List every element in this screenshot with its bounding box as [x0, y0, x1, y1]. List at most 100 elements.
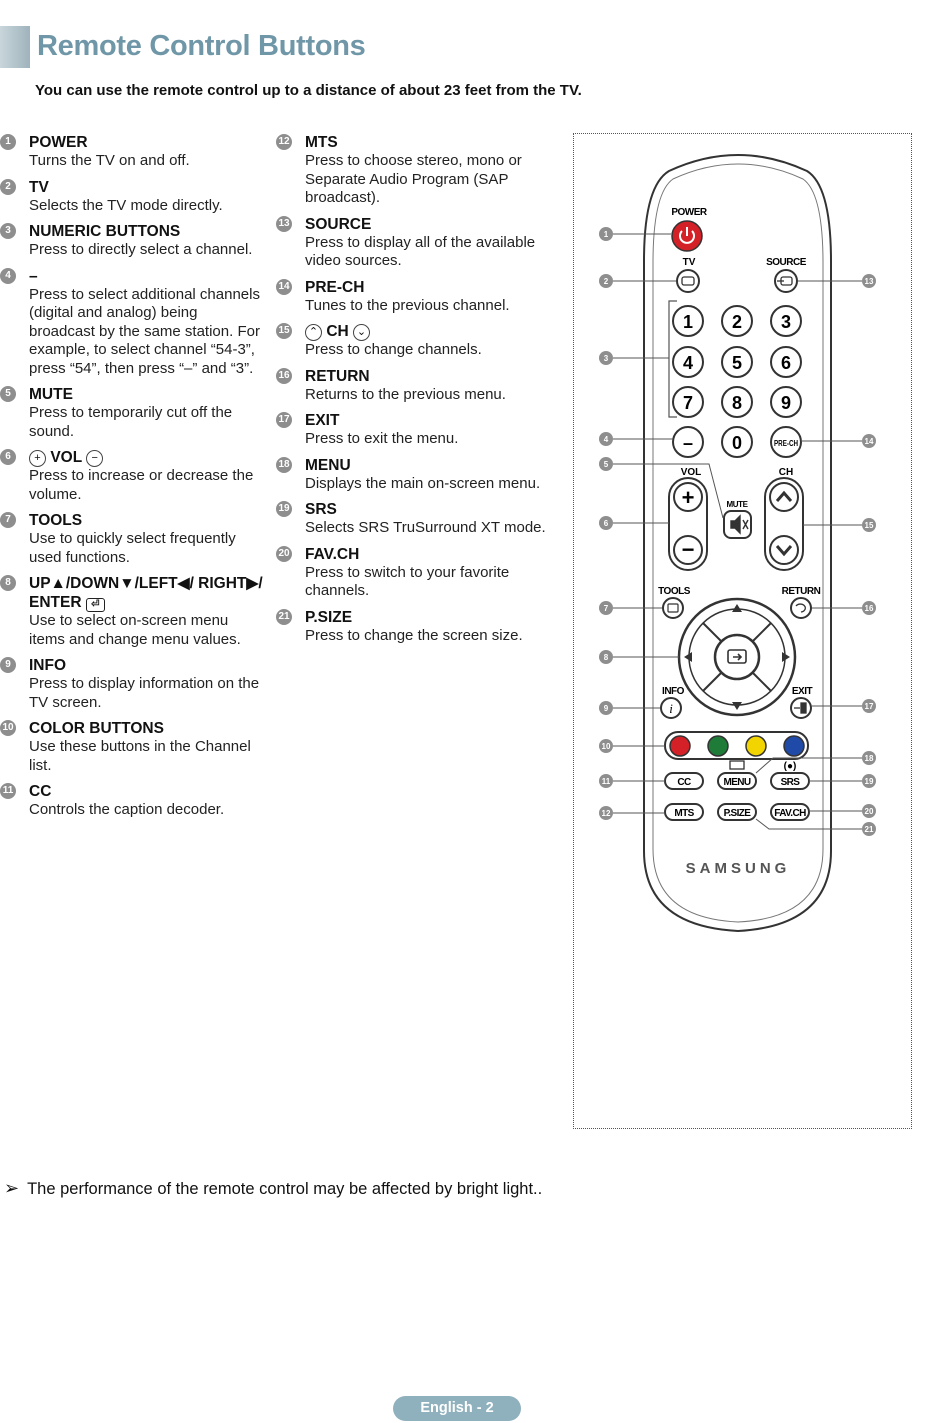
- list-item: 15 ⌃ CH ⌄ Press to change channels.: [276, 322, 566, 360]
- power-icon: [679, 227, 695, 244]
- source-button[interactable]: [774, 269, 798, 293]
- item-title: SOURCE: [305, 215, 372, 233]
- digit-button[interactable]: [721, 305, 753, 337]
- chevron-up-icon: [775, 490, 793, 502]
- callout-number: 6: [604, 519, 609, 528]
- digit-label: 7: [683, 393, 693, 413]
- down-arrow-button[interactable]: [732, 702, 742, 710]
- item-number: 13: [276, 215, 292, 232]
- item-description: Press to switch to your favorite channel…: [305, 563, 510, 600]
- blue-button[interactable]: [783, 735, 805, 757]
- item-description: Press to exit the menu.: [305, 430, 459, 447]
- digit-label: 8: [732, 393, 742, 413]
- pre-ch-button[interactable]: [770, 426, 802, 458]
- digit-label: 5: [732, 353, 742, 373]
- right-arrow-button[interactable]: [782, 652, 790, 662]
- list-item: 21 P.SIZE Press to change the screen siz…: [276, 608, 566, 646]
- item-title: MUTE: [29, 386, 73, 403]
- callout-number: 13: [865, 277, 874, 286]
- return-button[interactable]: [790, 597, 812, 619]
- page-title: Remote Control Buttons: [37, 30, 366, 62]
- item-title: MTS: [305, 134, 338, 151]
- digit-button[interactable]: [770, 305, 802, 337]
- list-item: 5 MUTE Press to temporarily cut off the …: [0, 385, 265, 441]
- vol-down-button[interactable]: [673, 535, 703, 565]
- ch-up-button[interactable]: [769, 482, 799, 512]
- callout-marker: [862, 601, 876, 615]
- item-number: 11: [0, 783, 16, 799]
- callout-marker: [599, 774, 613, 788]
- callout-marker: [599, 650, 613, 664]
- up-arrow-button[interactable]: [732, 604, 742, 612]
- callout-marker: [599, 432, 613, 446]
- enter-icon: [727, 649, 747, 664]
- digit-button[interactable]: [721, 346, 753, 378]
- brand-logo: SAMSUNG: [686, 860, 791, 877]
- callout-number: 19: [865, 777, 874, 786]
- p-size-button[interactable]: [717, 803, 757, 821]
- digit-button[interactable]: [672, 386, 704, 418]
- digit-button[interactable]: [672, 305, 704, 337]
- pre-ch-label: PRE-CH: [774, 439, 798, 448]
- left-arrow-button[interactable]: [684, 652, 692, 662]
- callout-marker: [862, 751, 876, 765]
- tv-button[interactable]: [676, 269, 700, 293]
- list-item: 3 NUMERIC BUTTONS Press to directly sele…: [0, 222, 265, 260]
- item-title: –: [29, 267, 38, 285]
- enter-icon: ⏎: [85, 598, 105, 612]
- callout-marker: [599, 274, 613, 288]
- digit-label: 0: [732, 433, 742, 453]
- dash-button[interactable]: [672, 426, 704, 458]
- info-button[interactable]: [660, 697, 682, 719]
- digit-button[interactable]: [721, 426, 753, 458]
- info-icon: i: [669, 701, 673, 716]
- ch-down-button[interactable]: [769, 535, 799, 565]
- green-button[interactable]: [707, 735, 729, 757]
- item-title: PRE-CH: [305, 278, 365, 296]
- yellow-button[interactable]: [745, 735, 767, 757]
- fav-ch-button[interactable]: [770, 803, 810, 821]
- item-number: 18: [276, 456, 292, 473]
- mts-button[interactable]: [664, 803, 704, 821]
- digit-button[interactable]: [721, 386, 753, 418]
- minus-circle-icon: −: [86, 450, 104, 467]
- srs-label: SRS: [781, 777, 801, 788]
- item-title: POWER: [29, 134, 88, 151]
- remote-illustration-frame: POWER TV SOURCE 1 2 3 4 5 6: [573, 133, 912, 1129]
- item-title: TV: [29, 178, 49, 196]
- item-number: 10: [0, 720, 16, 736]
- item-title: P.SIZE: [305, 608, 353, 626]
- item-title: RETURN: [305, 367, 370, 385]
- button-list-right: 12 MTS Press to choose stereo, mono or S…: [276, 133, 566, 652]
- item-description: Press to display all of the available vi…: [305, 233, 536, 270]
- tools-button[interactable]: [662, 597, 684, 619]
- digit-label: 2: [732, 312, 742, 332]
- item-number: 4: [0, 267, 16, 284]
- callout-number: 14: [865, 437, 874, 446]
- list-item: 18 MENU Displays the main on-screen menu…: [276, 456, 566, 494]
- title-accent-bar: [0, 26, 30, 68]
- callout-number: 12: [602, 809, 611, 818]
- item-number: 3: [0, 223, 16, 239]
- digit-button[interactable]: [672, 346, 704, 378]
- chevron-down-icon: [775, 545, 793, 557]
- digit-button[interactable]: [770, 386, 802, 418]
- callout-marker: [599, 806, 613, 820]
- menu-button[interactable]: [717, 772, 757, 790]
- item-title: NUMERIC BUTTONS: [29, 223, 181, 240]
- digit-button[interactable]: [770, 346, 802, 378]
- vol-up-button[interactable]: [673, 482, 703, 512]
- digit-label: 3: [781, 312, 791, 332]
- item-title: UP▲/DOWN▼/LEFT◀/ RIGHT▶/ ENTER ⏎: [29, 574, 265, 612]
- page-number-badge: English - 2: [393, 1396, 521, 1421]
- item-title: EXIT: [305, 412, 340, 429]
- mute-label: MUTE: [726, 500, 748, 509]
- item-title: SRS: [305, 501, 337, 518]
- ch-label: CH: [779, 467, 793, 478]
- keypad-bracket: [668, 300, 677, 418]
- item-number: 12: [276, 134, 292, 150]
- item-number: 15: [276, 323, 292, 339]
- red-button[interactable]: [669, 735, 691, 757]
- callout-number: 15: [865, 521, 874, 530]
- item-number: 21: [276, 608, 292, 625]
